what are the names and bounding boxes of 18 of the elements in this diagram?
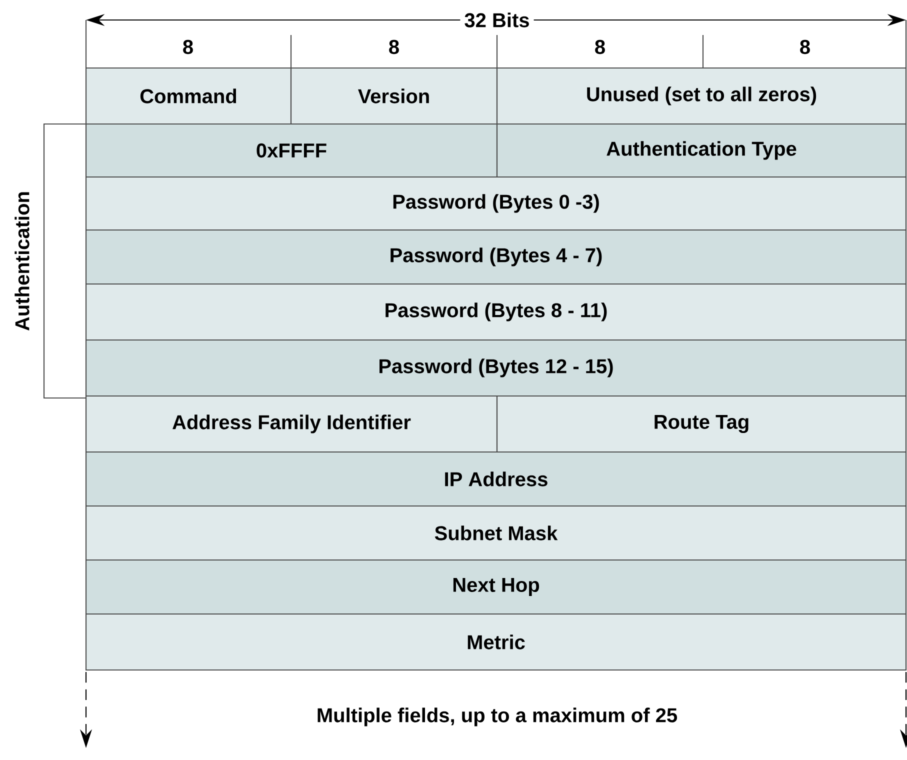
- field-cell: Unused (set to all zeros): [496, 67, 907, 125]
- field-cell: Password (Bytes 8 - 11): [85, 283, 907, 341]
- field-cell: Authentication Type: [496, 123, 907, 178]
- dimension-label: 32 Bits: [460, 8, 534, 32]
- note: Multiple fields, up to a maximum of 25: [318, 708, 678, 726]
- field-cell: IP Address: [85, 451, 907, 507]
- field-cell: Next Hop: [85, 559, 907, 615]
- field-cell: Subnet Mask: [85, 505, 907, 561]
- field-cell: Password (Bytes 12 - 15): [85, 339, 907, 397]
- field-cell: Route Tag: [496, 395, 907, 453]
- field-cell: Command: [85, 67, 292, 125]
- field-cell: Password (Bytes 0 -3): [85, 176, 907, 231]
- field-cell: Metric: [85, 613, 907, 671]
- field-cell: 0xFFFF: [85, 123, 498, 178]
- field-cell: Address Family Identifier: [85, 395, 498, 453]
- field-cell: Version: [290, 67, 498, 125]
- bracket-label: Authentication: [14, 192, 30, 330]
- field-cell: Password (Bytes 4 - 7): [85, 229, 907, 285]
